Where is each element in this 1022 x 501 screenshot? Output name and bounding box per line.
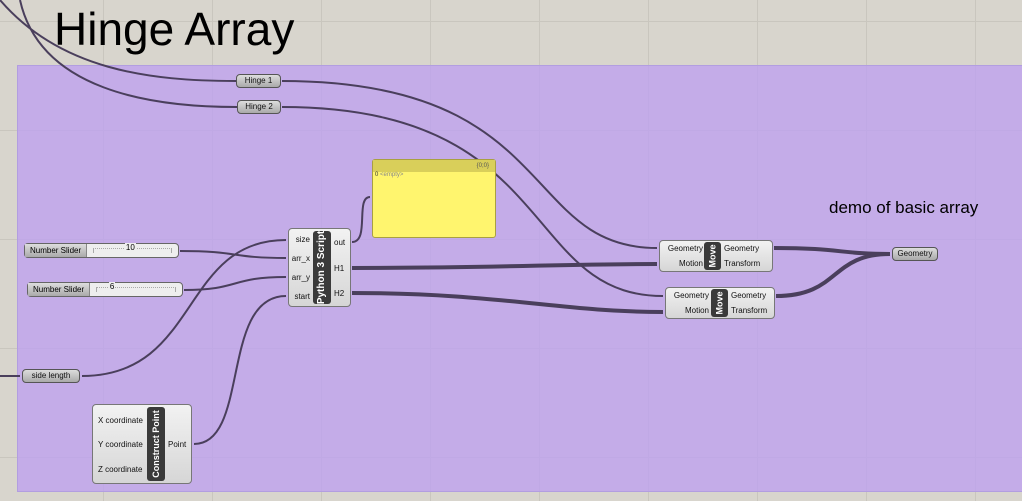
slider-label: Number Slider [28,283,91,296]
input-z[interactable]: Z coordinate [98,465,143,474]
slider-value[interactable]: 10 [124,243,136,252]
input-y[interactable]: Y coordinate [98,440,143,449]
wire [0,0,237,82]
output-h1[interactable]: H1 [334,264,345,273]
wire [193,295,287,445]
slider-label: Number Slider [25,244,88,257]
panel-index: 0 [375,172,379,178]
wire [281,80,658,249]
number-slider-1[interactable]: Number Slider 10 [24,243,179,258]
input-geometry[interactable]: Geometry [673,291,709,300]
panel-content: <empty> [380,172,404,178]
output-geometry[interactable]: Geometry [724,244,760,253]
panel[interactable]: {0;0} 0 <empty> [372,159,496,238]
wire [81,239,287,377]
panel-header: {0;0} [373,160,495,172]
slider-track[interactable]: 10 [93,243,172,253]
input-motion[interactable]: Motion [684,306,709,315]
move-title: Move [711,289,728,317]
hinge1-param[interactable]: Hinge 1 [236,74,281,88]
input-start[interactable]: start [294,292,310,301]
input-arr-y[interactable]: arr_y [291,273,310,282]
output-h2[interactable]: H2 [334,289,345,298]
construct-point-component[interactable]: X coordinate Y coordinate Z coordinate C… [92,404,192,484]
hinge2-param[interactable]: Hinge 2 [237,100,281,114]
wire [773,246,891,256]
output-geometry[interactable]: Geometry [731,291,767,300]
output-out[interactable]: out [334,238,346,247]
move-title: Move [704,242,721,270]
output-transform[interactable]: Transform [731,306,768,315]
annotation-text: demo of basic array [829,198,979,217]
output-point[interactable]: Point [168,440,187,449]
wire [351,262,658,270]
input-size[interactable]: size [295,235,310,244]
move-component-2[interactable]: Geometry Motion Move Geometry Transform [665,287,775,319]
move-component-1[interactable]: Geometry Motion Move Geometry Transform [659,240,773,272]
number-slider-2[interactable]: Number Slider 6 [27,282,183,297]
canvas-title: Hinge Array [54,3,295,55]
input-motion[interactable]: Motion [678,259,703,268]
slider-value[interactable]: 6 [108,282,116,291]
wire [183,276,287,291]
input-geometry[interactable]: Geometry [667,244,703,253]
side-length-param[interactable]: side length [22,369,80,383]
wire [775,252,891,298]
python-script-title: Python 3 Script [313,231,331,304]
input-x[interactable]: X coordinate [98,416,143,425]
output-transform[interactable]: Transform [724,259,761,268]
geometry-param[interactable]: Geometry [892,247,938,261]
input-arr-x[interactable]: arr_x [291,254,310,263]
slider-track[interactable]: 6 [96,282,176,292]
wire [19,0,238,108]
construct-point-title: Construct Point [147,407,165,481]
python-script-component[interactable]: size arr_x arr_y start Python 3 Script o… [288,228,351,307]
wire [351,291,664,314]
wire [281,106,664,297]
wire [351,196,371,243]
